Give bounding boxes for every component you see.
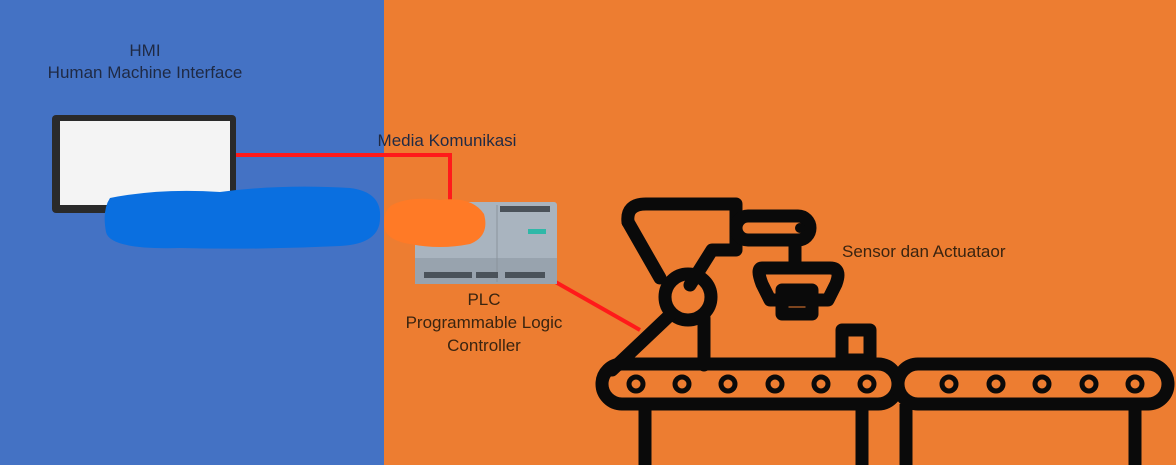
redaction-mark-blue [104, 186, 381, 249]
conveyor-belt-icon [595, 357, 1175, 465]
hmi-label: HMI Human Machine Interface [0, 40, 290, 84]
plc-label: PLC Programmable Logic Controller [378, 288, 590, 357]
plc-title: PLC [467, 290, 501, 309]
hmi-subtitle: Human Machine Interface [47, 63, 243, 82]
sensor-actuator-label: Sensor dan Actuataor [842, 242, 1006, 261]
communication-lines [236, 153, 641, 332]
plc-subtitle-line2: Controller [447, 336, 521, 355]
robot-arm-icon [605, 197, 877, 377]
plc-subtitle-line1: Programmable Logic [405, 313, 563, 332]
hmi-monitor-icon [52, 115, 236, 213]
redaction-mark-orange [384, 198, 486, 247]
conveyor-rollers [626, 374, 1145, 394]
communication-label: Media Komunikasi [377, 131, 517, 150]
hmi-title: HMI [129, 41, 161, 60]
